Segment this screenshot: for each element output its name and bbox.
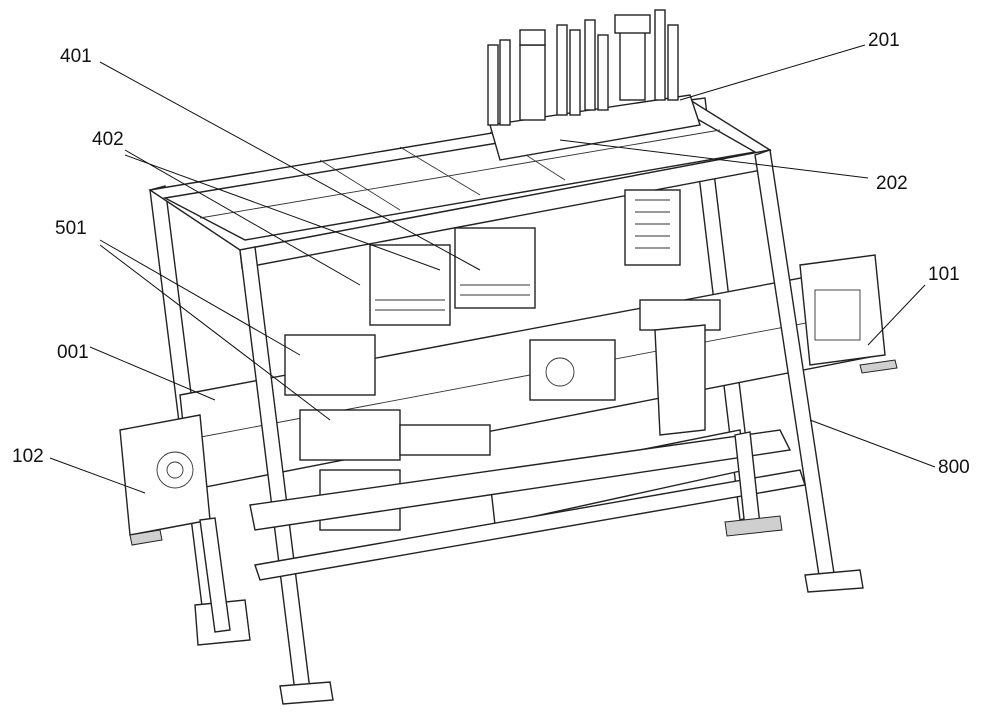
label-402: 402 <box>92 129 124 150</box>
label-800: 800 <box>938 457 970 478</box>
leader-lines <box>49 44 936 494</box>
label-401: 401 <box>60 46 92 67</box>
end-plate-101 <box>799 254 886 366</box>
end-plate-102 <box>119 414 211 536</box>
label-201: 201 <box>868 30 900 51</box>
label-001: 001 <box>57 342 89 363</box>
label-101: 101 <box>928 264 960 285</box>
label-102: 102 <box>12 446 44 467</box>
label-202: 202 <box>876 173 908 194</box>
cylinders-201 <box>487 9 701 161</box>
frame-front <box>199 149 864 705</box>
label-501: 501 <box>55 218 87 239</box>
